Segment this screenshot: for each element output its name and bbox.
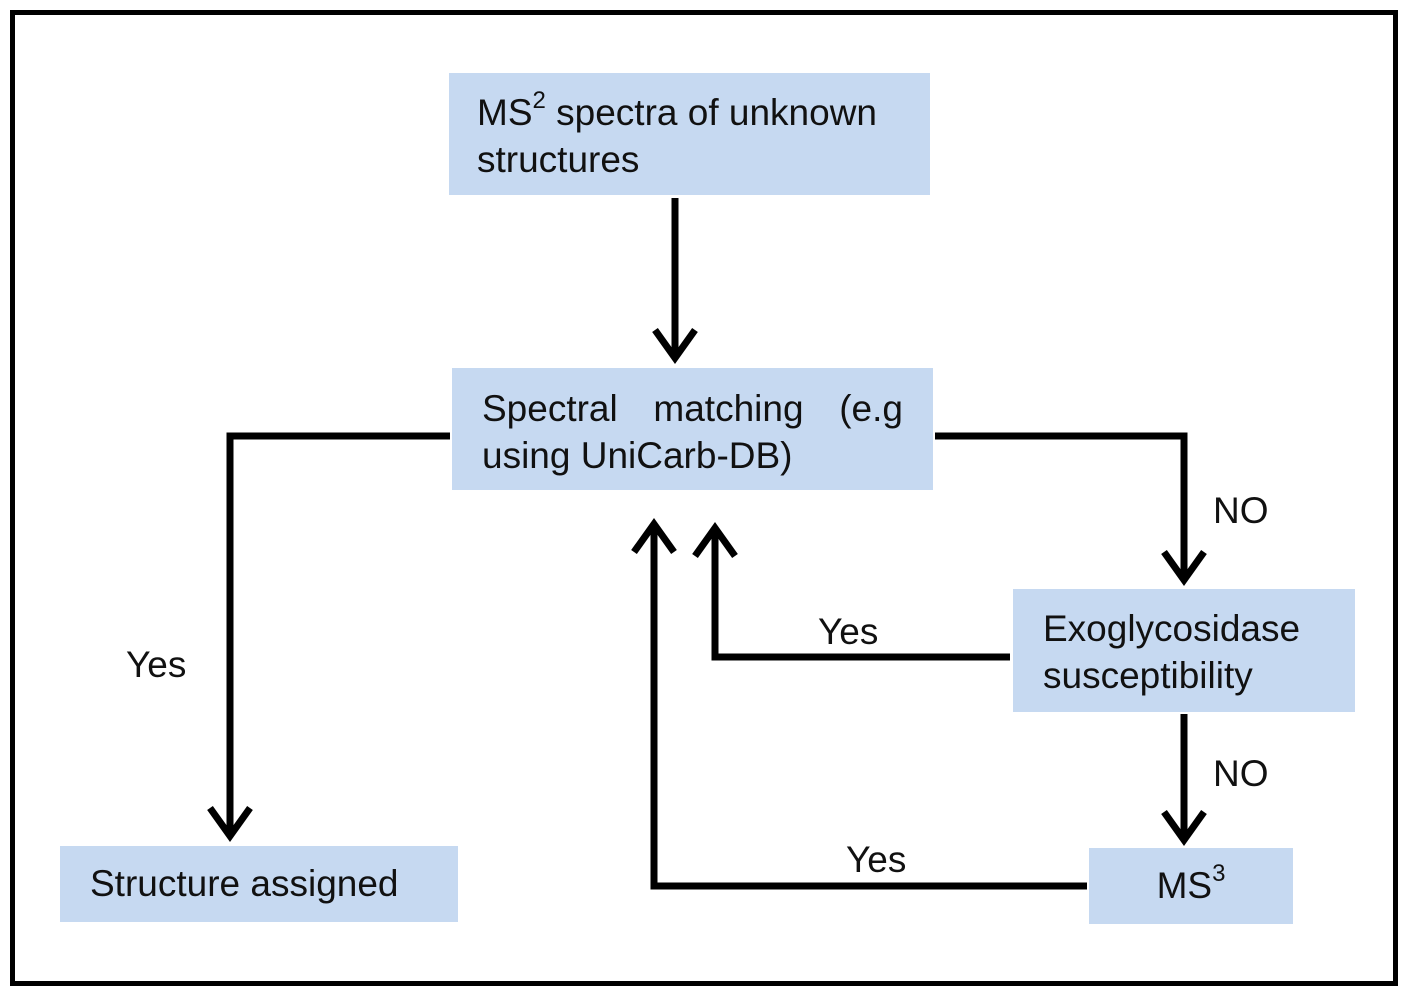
exo-line1: Exoglycosidase bbox=[1043, 608, 1301, 649]
node-exoglycosidase: Exoglycosidase susceptibility bbox=[1013, 589, 1355, 712]
edge-matching-to-assigned bbox=[226, 432, 450, 836]
edge-exo-to-matching bbox=[711, 528, 1010, 661]
matching-word-2: matching bbox=[653, 388, 804, 429]
ms2-superscript: 2 bbox=[532, 86, 546, 114]
matching-line1: Spectral matching (e.g bbox=[482, 385, 903, 432]
label-yes-exo: Yes bbox=[818, 611, 879, 652]
arrowhead-exo-to-ms3 bbox=[1161, 809, 1207, 847]
arrowhead-exo-to-matching bbox=[692, 521, 738, 559]
arrowhead-ms3-to-matching bbox=[631, 517, 677, 555]
node-structure-assigned: Structure assigned bbox=[60, 846, 458, 922]
ms3-superscript: 3 bbox=[1212, 859, 1226, 887]
diagram-frame bbox=[10, 10, 1398, 986]
arrowhead-matching-to-exo bbox=[1161, 549, 1207, 587]
node-spectral-matching: Spectral matching (e.g using UniCarb-DB) bbox=[452, 368, 933, 490]
label-no-ms3: NO bbox=[1213, 753, 1269, 794]
ms2-prefix: MS bbox=[477, 92, 533, 133]
exo-line2: susceptibility bbox=[1043, 655, 1253, 696]
edge-matching-to-exo bbox=[935, 432, 1188, 580]
ms3-prefix: MS bbox=[1156, 865, 1213, 906]
label-no-exo: NO bbox=[1213, 490, 1269, 531]
ms2-line2: structures bbox=[477, 139, 640, 180]
matching-word-3: (e.g bbox=[839, 388, 903, 429]
arrowhead-ms2-to-matching bbox=[652, 327, 698, 365]
assigned-text: Structure assigned bbox=[90, 863, 399, 904]
node-ms3: MS3 bbox=[1089, 848, 1293, 924]
matching-word-1: Spectral bbox=[482, 388, 618, 429]
edge-ms3-to-matching bbox=[650, 524, 1087, 890]
node-ms2-spectra: MS2 spectra of unknown structures bbox=[449, 73, 930, 195]
arrowhead-matching-to-assigned bbox=[207, 805, 253, 843]
label-yes-ms3: Yes bbox=[846, 839, 907, 880]
ms2-rest: spectra of unknown bbox=[545, 92, 877, 133]
label-yes-assigned: Yes bbox=[126, 644, 187, 685]
matching-line2: using UniCarb-DB) bbox=[482, 435, 793, 476]
